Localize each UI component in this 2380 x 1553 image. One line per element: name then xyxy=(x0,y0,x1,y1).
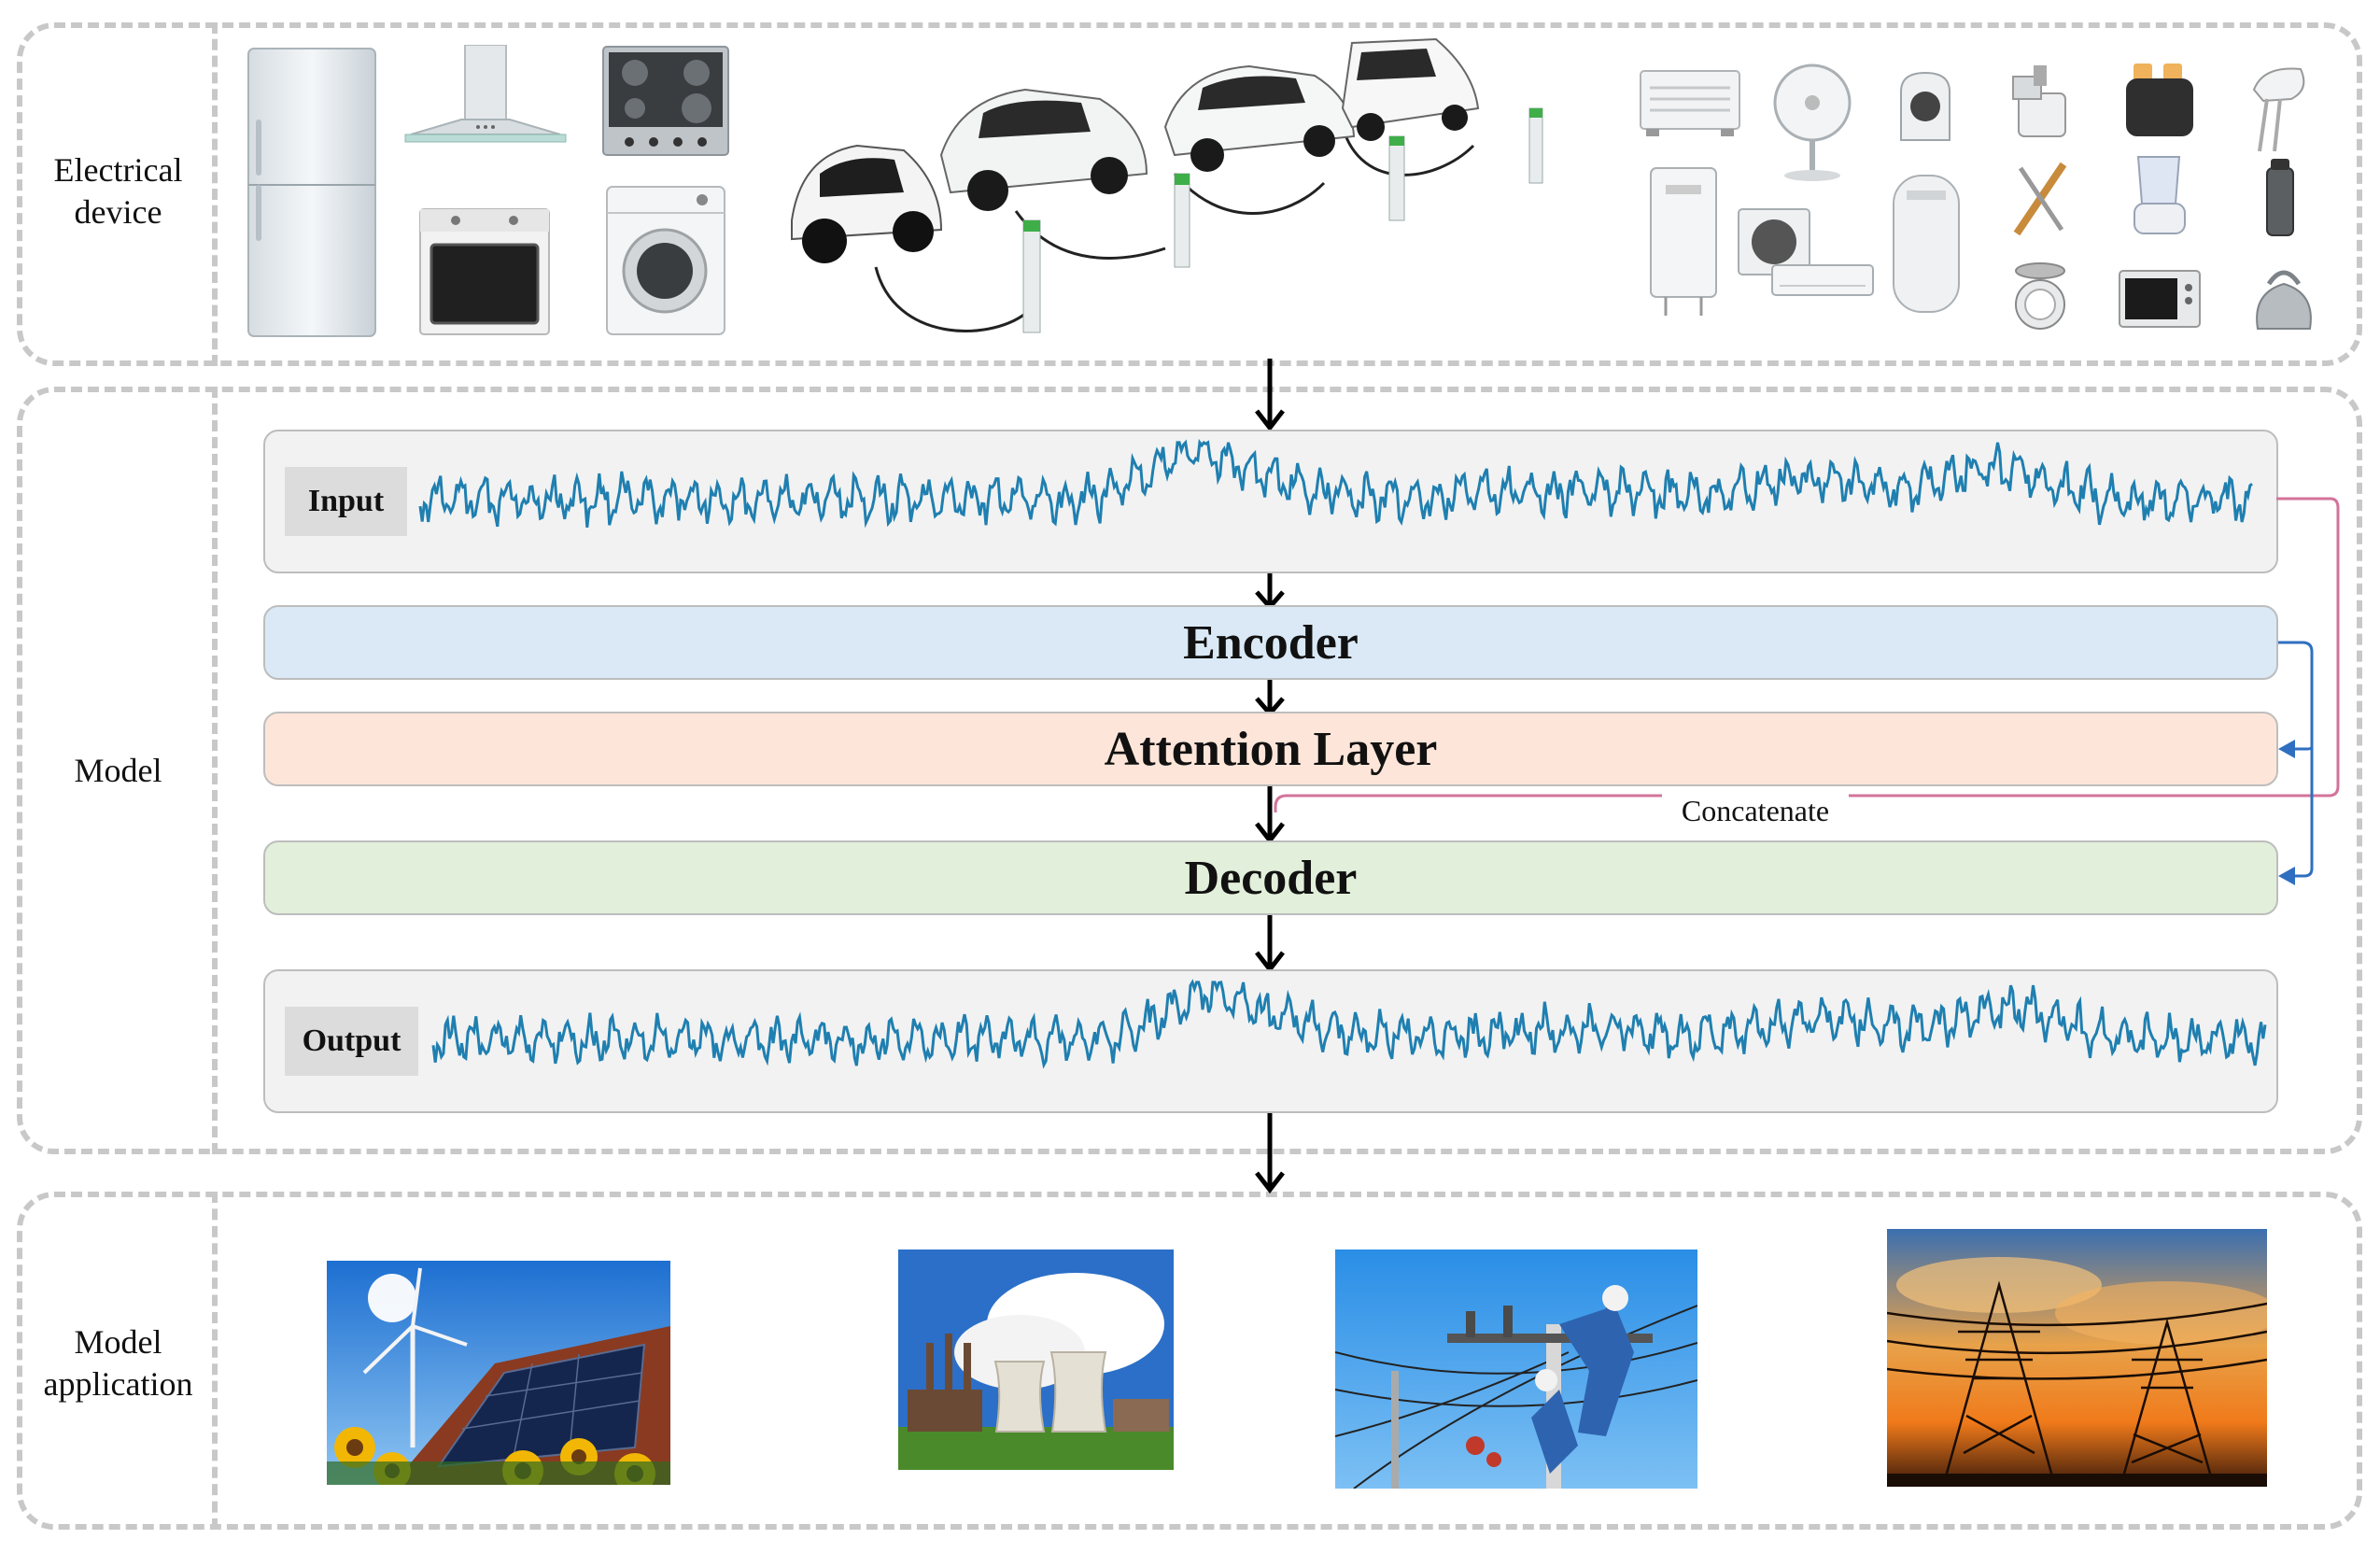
input-panel xyxy=(263,430,2278,573)
arrow-model-to-application xyxy=(1255,1111,1285,1194)
application-section-label: Model application xyxy=(43,1323,193,1403)
gas-hob-icon xyxy=(602,46,729,156)
meat-grinder-icon xyxy=(2012,65,2066,137)
fan-icon xyxy=(1773,64,1852,181)
decoder-layer: Decoder xyxy=(263,840,2278,915)
input-signal xyxy=(418,439,2253,529)
device-section-divider xyxy=(212,22,218,366)
wind-solar-photo xyxy=(327,1261,670,1485)
microwave-icon xyxy=(2119,270,2201,328)
thermos-icon xyxy=(2266,159,2294,236)
model-section xyxy=(17,387,2362,1154)
input-tag: Input xyxy=(285,467,407,536)
device-section xyxy=(17,22,2362,366)
blender-icon xyxy=(2134,156,2186,234)
kettle-icon xyxy=(2256,270,2312,330)
water-heater-icon xyxy=(1650,167,1717,316)
boiler-icon xyxy=(1893,175,1960,313)
knife-sharpener-icon xyxy=(2013,162,2067,236)
application-section xyxy=(17,1192,2362,1530)
heater-icon xyxy=(1640,70,1740,136)
hand-mixer-icon xyxy=(2252,67,2305,152)
model-section-divider xyxy=(212,387,218,1154)
air-conditioner-icon xyxy=(1738,208,1874,296)
power-plant-photo xyxy=(898,1249,1174,1470)
fan-heater-icon xyxy=(1900,71,1950,141)
attention-layer: Attention Layer xyxy=(263,712,2278,786)
line-workers-photo xyxy=(1335,1249,1697,1489)
device-section-label: Electrical device xyxy=(53,151,183,231)
skip-connections xyxy=(1274,497,2340,885)
output-panel xyxy=(263,969,2278,1113)
arrow-decoder-to-output xyxy=(1255,913,1285,973)
range-hood-icon xyxy=(404,45,567,143)
transmission-towers-photo xyxy=(1887,1229,2267,1487)
oven-icon xyxy=(419,208,550,335)
washing-machine-icon xyxy=(606,186,725,335)
toaster-icon xyxy=(2126,64,2193,136)
arrow-device-to-model xyxy=(1255,359,1285,432)
concatenate-label: Concatenate xyxy=(1662,792,1849,829)
application-section-divider xyxy=(212,1192,218,1530)
model-section-label: Model xyxy=(74,751,162,789)
encoder-layer: Encoder xyxy=(263,605,2278,680)
output-signal xyxy=(431,979,2267,1069)
kitchen-scale-icon xyxy=(2015,262,2065,330)
electric-vehicles-illustration xyxy=(791,37,1543,333)
fridge-icon xyxy=(247,48,376,337)
output-tag: Output xyxy=(285,1007,418,1076)
